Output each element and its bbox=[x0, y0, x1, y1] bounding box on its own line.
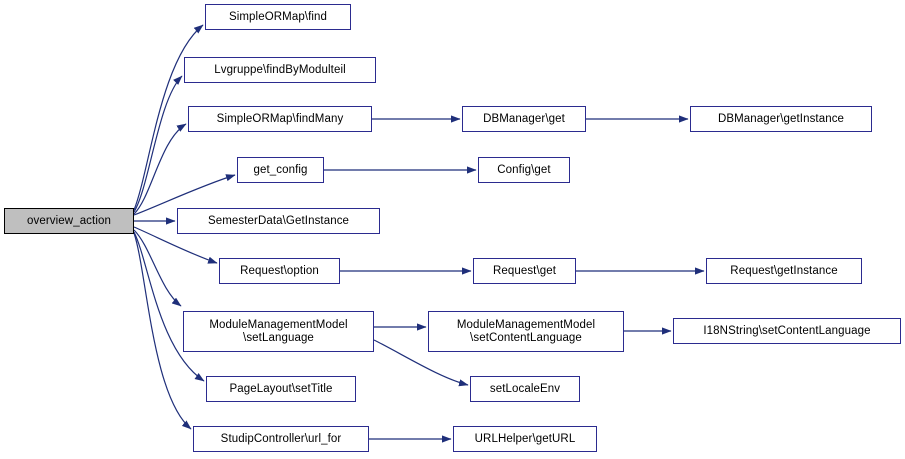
edge-overview_action-to-pagelayout_settitle bbox=[133, 231, 205, 382]
graph-node-setlocaleenv[interactable]: setLocaleEnv bbox=[470, 376, 580, 402]
graph-node-simpleormap_findmany[interactable]: SimpleORMap\findMany bbox=[188, 106, 372, 132]
edge-overview_action-to-simpleormap_findmany bbox=[133, 123, 187, 215]
graph-node-simpleormap_find[interactable]: SimpleORMap\find bbox=[205, 4, 351, 30]
graph-node-studipcontroller_url_for[interactable]: StudipController\url_for bbox=[193, 426, 369, 452]
graph-node-request_getinstance[interactable]: Request\getInstance bbox=[706, 258, 862, 284]
graph-node-request_get[interactable]: Request\get bbox=[473, 258, 576, 284]
graph-node-semesterdata_getinstance[interactable]: SemesterData\GetInstance bbox=[177, 208, 380, 234]
edge-overview_action-to-lvgruppe_findbymodulteil bbox=[133, 75, 183, 213]
graph-node-dbmanager_get[interactable]: DBManager\get bbox=[462, 106, 586, 132]
graph-node-lvgruppe_findbymodulteil[interactable]: Lvgruppe\findByModulteil bbox=[184, 57, 376, 83]
graph-node-config_get[interactable]: Config\get bbox=[478, 157, 570, 183]
graph-node-urlhelper_geturl[interactable]: URLHelper\getURL bbox=[453, 426, 597, 452]
graph-node-get_config[interactable]: get_config bbox=[237, 157, 324, 183]
graph-node-pagelayout_settitle[interactable]: PageLayout\setTitle bbox=[206, 376, 356, 402]
graph-node-dbmanager_getinstance[interactable]: DBManager\getInstance bbox=[690, 106, 872, 132]
graph-node-i18nstring_setcontentlanguage[interactable]: I18NString\setContentLanguage bbox=[673, 318, 901, 344]
edge-overview_action-to-modulemanagementmodel_setlanguage bbox=[133, 229, 182, 307]
graph-node-modulemanagementmodel_setcontentlanguage[interactable]: ModuleManagementModel \setContentLanguag… bbox=[428, 311, 624, 352]
graph-node-modulemanagementmodel_setlanguage[interactable]: ModuleManagementModel \setLanguage bbox=[183, 311, 374, 352]
graph-node-request_option[interactable]: Request\option bbox=[219, 258, 340, 284]
graph-node-overview_action[interactable]: overview_action bbox=[4, 208, 134, 234]
